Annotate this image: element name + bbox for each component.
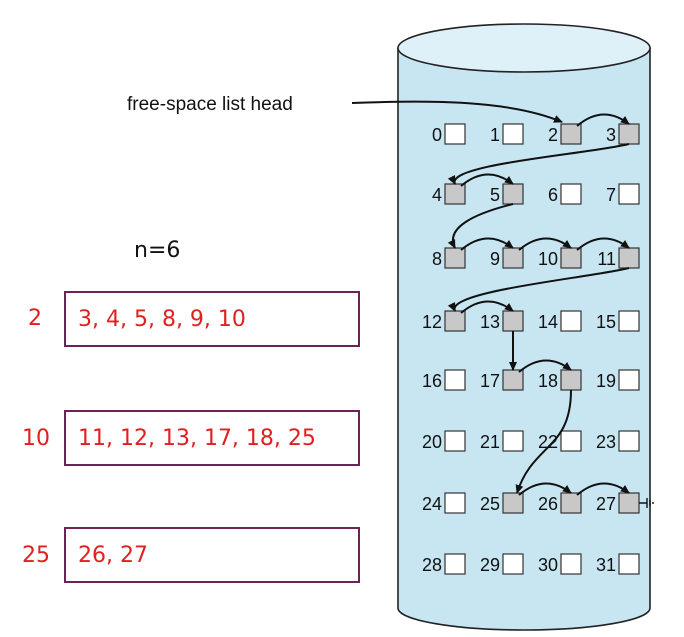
block-number-label: 0: [432, 125, 442, 145]
n-label: n=6: [134, 238, 181, 263]
free-list-link-arrow: [518, 237, 572, 251]
block-number-label: 9: [490, 249, 500, 269]
block-number-label: 7: [606, 185, 616, 205]
block-number-label: 4: [432, 185, 442, 205]
group-box: 11, 12, 13, 17, 18, 25: [64, 410, 360, 466]
block-number-label: 8: [432, 249, 442, 269]
used-block: [618, 183, 640, 205]
free-list-link-arrow: [460, 237, 514, 251]
block-number-label: 13: [480, 312, 500, 332]
block-number-label: 3: [606, 125, 616, 145]
free-list-link-arrow: [518, 482, 572, 496]
used-block: [444, 492, 466, 514]
group-blocks-text: 11, 12, 13, 17, 18, 25: [78, 426, 316, 451]
block-number-label: 5: [490, 185, 500, 205]
used-block: [618, 553, 640, 575]
free-block: [560, 123, 582, 145]
block-number-label: 15: [596, 312, 616, 332]
free-block: [502, 310, 524, 332]
free-list-link-arrow: [518, 359, 572, 373]
free-list-link-arrow: [447, 143, 630, 185]
group-box: 3, 4, 5, 8, 9, 10: [64, 291, 360, 347]
disk-cylinder-top: [397, 23, 651, 73]
free-block: [502, 183, 524, 205]
used-block: [502, 553, 524, 575]
block-number-label: 28: [422, 555, 442, 575]
block-number-label: 24: [422, 494, 442, 514]
used-block: [444, 123, 466, 145]
block-number-label: 22: [538, 432, 558, 452]
block-number-label: 21: [480, 432, 500, 452]
block-number-label: 20: [422, 432, 442, 452]
free-block: [618, 492, 640, 514]
block-number-label: 31: [596, 555, 616, 575]
block-number-label: 30: [538, 555, 558, 575]
block-number-label: 10: [538, 249, 558, 269]
group-head-label: 25: [22, 543, 50, 568]
free-block: [618, 247, 640, 269]
used-block: [560, 310, 582, 332]
free-block: [444, 310, 466, 332]
free-block: [502, 369, 524, 391]
block-number-label: 23: [596, 432, 616, 452]
block-number-label: 26: [538, 494, 558, 514]
free-block: [560, 247, 582, 269]
used-block: [618, 310, 640, 332]
block-number-label: 27: [596, 494, 616, 514]
free-list-link-arrow: [447, 267, 630, 312]
free-list-link-arrow: [576, 237, 630, 251]
block-number-label: 11: [597, 249, 616, 269]
block-number-label: 2: [548, 125, 558, 145]
block-number-label: 19: [596, 371, 616, 391]
free-list-link-arrow: [515, 389, 572, 494]
free-list-link-arrow: [460, 173, 514, 187]
group-blocks-text: 26, 27: [78, 543, 148, 568]
block-number-label: 29: [480, 555, 500, 575]
free-block: [444, 247, 466, 269]
block-number-label: 6: [548, 185, 558, 205]
free-block: [502, 247, 524, 269]
group-head-label: 10: [22, 426, 50, 451]
block-number-label: 16: [422, 371, 442, 391]
block-number-label: 25: [480, 494, 500, 514]
used-block: [502, 430, 524, 452]
free-list-link-arrow: [576, 113, 630, 127]
free-block: [560, 492, 582, 514]
group-head-label: 2: [28, 306, 42, 331]
free-block: [444, 183, 466, 205]
used-block: [502, 123, 524, 145]
list-head-arrow: [351, 100, 563, 123]
free-block: [618, 123, 640, 145]
used-block: [444, 430, 466, 452]
block-number-label: 18: [538, 371, 558, 391]
used-block: [618, 430, 640, 452]
used-block: [444, 369, 466, 391]
free-list-link-arrow: [576, 482, 630, 496]
free-list-link-arrow: [447, 203, 514, 249]
null-terminator-icon: [639, 498, 654, 508]
block-number-label: 1: [490, 125, 500, 145]
group-blocks-text: 3, 4, 5, 8, 9, 10: [78, 307, 246, 332]
group-box: 26, 27: [64, 527, 360, 583]
used-block: [444, 553, 466, 575]
block-number-label: 17: [480, 371, 500, 391]
block-number-label: 14: [538, 312, 558, 332]
free-block: [560, 369, 582, 391]
used-block: [560, 430, 582, 452]
used-block: [618, 369, 640, 391]
free-block: [502, 492, 524, 514]
free-list-link-arrow: [460, 300, 514, 314]
block-number-label: 12: [422, 312, 442, 332]
used-block: [560, 553, 582, 575]
list-head-label: free-space list head: [127, 94, 293, 115]
used-block: [560, 183, 582, 205]
